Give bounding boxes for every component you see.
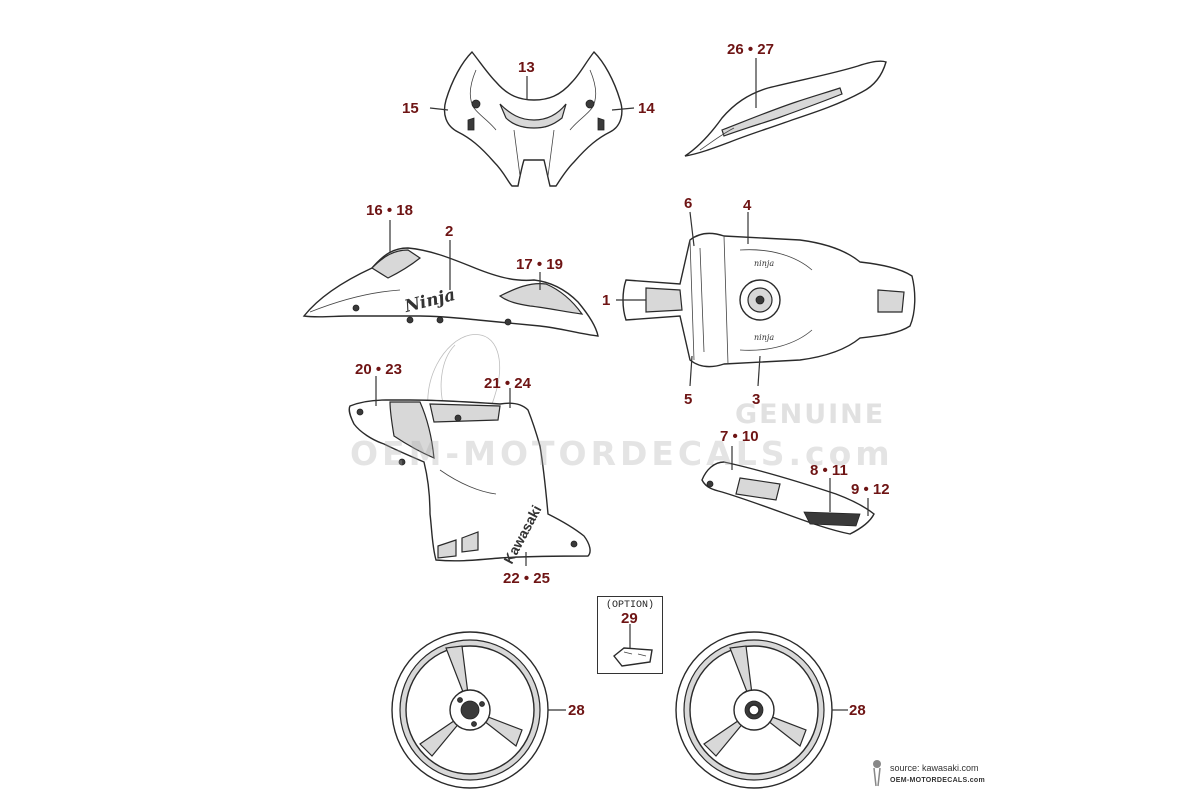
option-part-clip [613, 624, 653, 667]
rear-wheel-part [675, 631, 833, 789]
callout-14: 14 [638, 100, 655, 117]
upper-cowl-part [443, 50, 623, 187]
callout-26-27: 26 • 27 [727, 41, 774, 58]
callout-22-25: 22 • 25 [503, 570, 550, 587]
callout-3: 3 [752, 391, 761, 408]
source-logo-icon [873, 760, 881, 787]
callout-4: 4 [743, 197, 752, 214]
svg-text:ninja: ninja [754, 259, 774, 268]
callout-21-24: 21 • 24 [484, 375, 531, 392]
callout-17-19: 17 • 19 [516, 256, 563, 273]
upper-side-cowl-part: Ninja [302, 247, 599, 337]
callout-20-23: 20 • 23 [355, 361, 402, 378]
fuel-tank-part: ninja ninja [622, 232, 916, 368]
source-site: OEM-MOTORDECALS.com [890, 777, 986, 784]
callout-7-10: 7 • 10 [720, 428, 759, 445]
watermark-site: OEM-MOTORDECALS.com [350, 434, 894, 473]
option-box: (OPTION) 29 [597, 596, 663, 674]
front-wheel-part [391, 631, 549, 789]
tail-cowl-part [684, 60, 887, 157]
callout-8-11: 8 • 11 [810, 462, 848, 479]
callout-9-12: 9 • 12 [851, 481, 890, 498]
callout-5: 5 [684, 391, 693, 408]
option-label: (OPTION) [605, 600, 654, 611]
svg-text:ninja: ninja [754, 333, 774, 342]
under-cowl-part [701, 461, 875, 535]
source-credit: source: kawasaki.com [890, 763, 979, 773]
callout-16-18: 16 • 18 [366, 202, 413, 219]
callout-1: 1 [602, 292, 611, 309]
callout-2: 2 [445, 223, 454, 240]
callout-28-left: 28 [568, 702, 585, 719]
callout-15: 15 [402, 100, 419, 117]
callout-28-right: 28 [849, 702, 866, 719]
callout-13: 13 [518, 59, 535, 76]
middle-side-cowl-part: Kawasaki [348, 399, 591, 566]
callout-6: 6 [684, 195, 693, 212]
callout-29: 29 [621, 610, 638, 627]
leader-lines [375, 58, 869, 711]
watermark-genuine: GENUINE [735, 399, 886, 430]
